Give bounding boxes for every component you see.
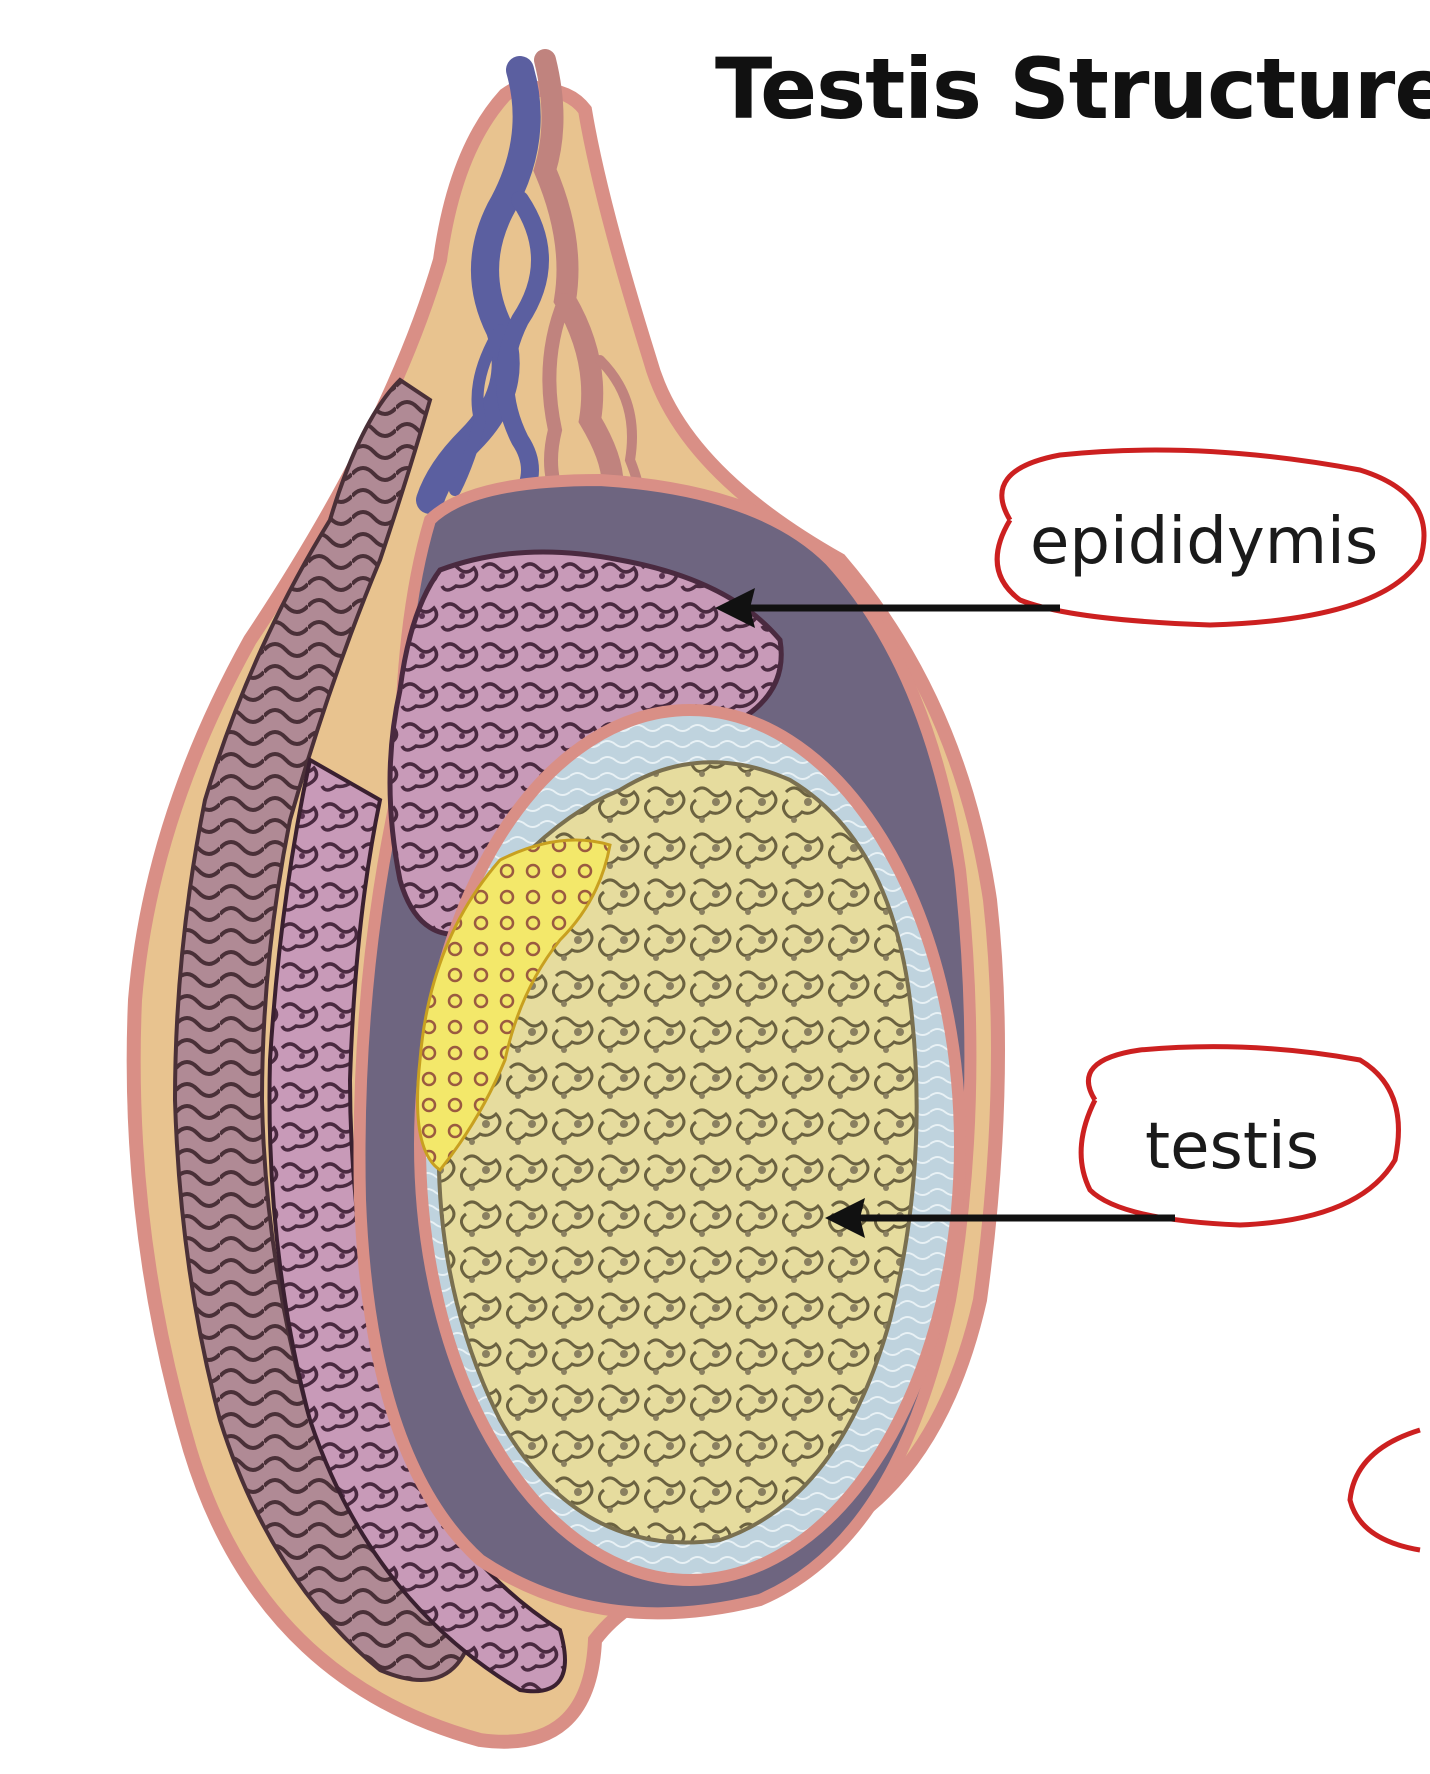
diagram-title: Testis Structure — [715, 40, 1430, 138]
epididymis-label: epididymis — [1030, 505, 1379, 579]
epididymis-tail — [267, 756, 567, 1694]
vas-deferens — [172, 377, 473, 1682]
epididymis-arrowhead-icon — [715, 588, 755, 628]
rete-testis — [416, 838, 612, 1173]
testis-label: testis — [1145, 1110, 1320, 1184]
testis-arrowhead-icon — [825, 1198, 865, 1238]
offscreen-annotation-circle — [1347, 1427, 1421, 1553]
testis-annotation-circle — [1078, 1044, 1401, 1228]
vein-icon — [416, 56, 541, 514]
